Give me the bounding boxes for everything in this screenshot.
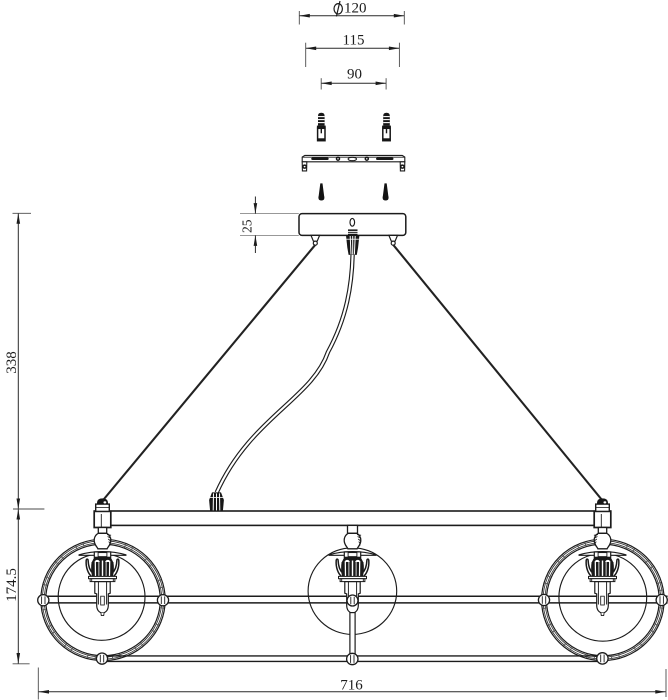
svg-text:174.5: 174.5 [4, 568, 20, 602]
svg-text:338: 338 [4, 351, 20, 374]
svg-text:90: 90 [347, 67, 362, 83]
svg-text:115: 115 [343, 33, 365, 49]
svg-text:716: 716 [340, 678, 363, 694]
svg-text:25: 25 [240, 219, 255, 233]
svg-text:120: 120 [344, 1, 367, 17]
